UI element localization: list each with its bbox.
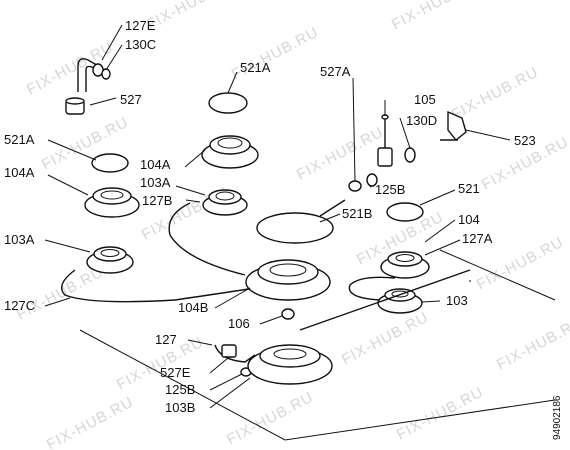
burner-103a-mid bbox=[202, 189, 248, 216]
label-127: 127 bbox=[155, 332, 177, 347]
burner-cap-521 bbox=[386, 202, 424, 222]
bracket-523 bbox=[440, 110, 467, 141]
label-104a-left: 104A bbox=[4, 165, 35, 180]
leader-lines bbox=[44, 24, 511, 409]
watermark: FIX-HUB.RU bbox=[44, 394, 137, 450]
label-104: 104 bbox=[458, 212, 480, 227]
watermark: FIX-HUB.RU bbox=[224, 389, 317, 449]
valve-105 bbox=[377, 114, 393, 167]
watermark: FIX-HUB.RU bbox=[449, 64, 542, 124]
part-labels: 127E 130C 527 521A 527A 105 130D 523 521… bbox=[4, 18, 536, 415]
label-103a-left: 103A bbox=[4, 232, 35, 247]
label-527e: 527E bbox=[160, 365, 191, 380]
watermark: FIX-HUB.RU bbox=[389, 0, 482, 34]
label-103b: 103B bbox=[165, 400, 195, 415]
electrode-106 bbox=[281, 308, 295, 320]
label-104b: 104B bbox=[178, 300, 208, 315]
label-105: 105 bbox=[414, 92, 436, 107]
watermark: FIX-HUB.RU bbox=[494, 314, 570, 374]
burner-cap-521b bbox=[256, 199, 346, 244]
label-127e: 127E bbox=[125, 18, 156, 33]
hob-frame bbox=[79, 249, 556, 441]
watermark: FIX-HUB.RU bbox=[14, 264, 107, 324]
burner-103b bbox=[247, 344, 333, 385]
burner-103 bbox=[377, 288, 423, 314]
burner-104a-mid bbox=[201, 135, 259, 169]
label-127c: 127C bbox=[4, 298, 35, 313]
watermark: FIX-HUB.RU bbox=[144, 0, 237, 34]
label-125b-top: 125B bbox=[375, 182, 405, 197]
label-127a: 127A bbox=[462, 231, 493, 246]
label-521: 521 bbox=[458, 181, 480, 196]
nut-527e bbox=[221, 344, 237, 358]
burner-cap-521a-top bbox=[208, 92, 248, 114]
burner-103a-left bbox=[86, 246, 134, 274]
pipe-127b bbox=[168, 202, 246, 276]
label-527: 527 bbox=[120, 92, 142, 107]
burner-104 bbox=[380, 251, 430, 279]
pipe-127a bbox=[348, 276, 396, 301]
label-104a-mid: 104A bbox=[140, 157, 171, 172]
label-106: 106 bbox=[228, 316, 250, 331]
label-523: 523 bbox=[514, 133, 536, 148]
label-130c: 130C bbox=[125, 37, 156, 52]
document-code: 94902186 bbox=[552, 395, 563, 440]
clip-130d bbox=[404, 147, 416, 163]
label-130d: 130D bbox=[406, 113, 437, 128]
pipe-rail bbox=[299, 269, 471, 331]
pipe-127 bbox=[214, 344, 256, 363]
nut-527a bbox=[348, 180, 362, 192]
watermark: FIX-HUB.RU bbox=[339, 309, 432, 369]
label-521a-top: 521A bbox=[240, 60, 271, 75]
label-127b: 127B bbox=[142, 193, 172, 208]
label-527a: 527A bbox=[320, 64, 351, 79]
label-103a-mid: 103A bbox=[140, 175, 171, 190]
pipe-127c bbox=[61, 269, 256, 303]
burner-104a-left bbox=[84, 187, 140, 218]
nut-527 bbox=[65, 97, 85, 115]
watermark: FIX-HUB.RU bbox=[394, 384, 487, 444]
burner-104b bbox=[245, 259, 331, 301]
gas-pipe-elbow-127e bbox=[77, 58, 111, 92]
label-125b-bottom: 125B bbox=[165, 382, 195, 397]
label-521a-left: 521A bbox=[4, 132, 35, 147]
burner-cap-521a-left bbox=[91, 153, 129, 173]
label-103: 103 bbox=[446, 293, 468, 308]
label-521b: 521B bbox=[342, 206, 372, 221]
